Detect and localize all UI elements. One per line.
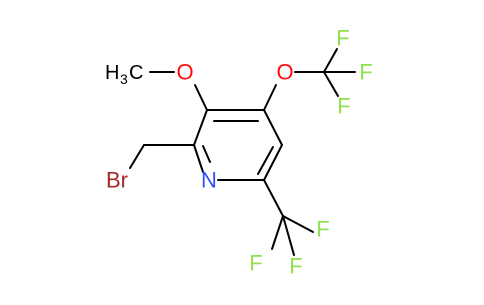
atom-f6: F — [289, 254, 302, 279]
bond-c4-c5 — [263, 109, 283, 146]
ch3-h: H — [105, 62, 119, 84]
bond-c2-c3 — [193, 109, 208, 146]
atom-f1: F — [336, 26, 349, 51]
bond-n1-c2 — [193, 144, 204, 173]
bond-c5-c6 — [263, 144, 283, 181]
atom-f2: F — [359, 60, 372, 85]
atom-f3: F — [337, 94, 350, 119]
bond-c6-cf3 — [263, 179, 284, 217]
atom-f4: F — [316, 217, 329, 242]
atom-ch3: H 3 C — [105, 62, 143, 87]
bond-c3-o — [194, 84, 208, 111]
bond-cf3-f3 — [323, 71, 339, 97]
bond-cf3b-f5 — [271, 215, 284, 250]
atom-n: N — [201, 168, 217, 193]
bond-cf3b-f4 — [282, 215, 314, 233]
bond-c5-c6-inner — [257, 146, 274, 175]
bond-cf3-f1 — [323, 48, 338, 73]
bond-n1-c2-inner — [202, 145, 211, 163]
bond-ch2-br — [129, 144, 145, 169]
atom-f5: F — [249, 251, 262, 276]
bond-cf3b-f6 — [282, 215, 295, 256]
atom-o-trifluoromethoxy: O — [276, 60, 293, 85]
ch3-c: C — [129, 62, 143, 84]
ch3-subscript: 3 — [120, 71, 128, 87]
atom-br: Br — [106, 168, 128, 193]
atom-o-methoxy: O — [176, 60, 193, 85]
bond-c4-o — [263, 84, 277, 111]
